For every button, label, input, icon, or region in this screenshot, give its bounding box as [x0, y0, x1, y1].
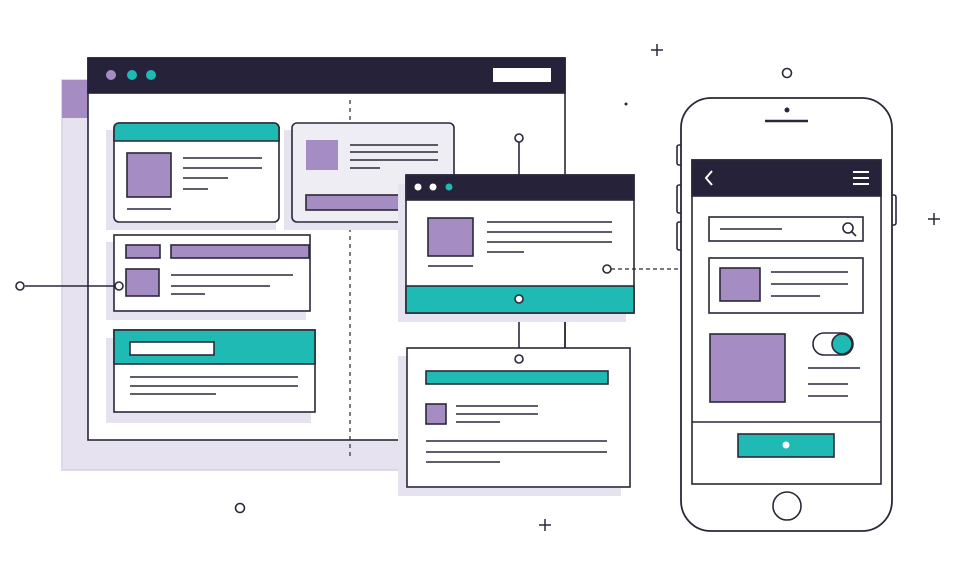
- circle-decoration: [234, 502, 246, 514]
- hamburger-menu-icon[interactable]: [853, 171, 869, 185]
- search-input[interactable]: [708, 216, 864, 242]
- mobile-phone: [676, 97, 897, 532]
- app-header: [691, 159, 882, 197]
- plus-icon: [928, 213, 940, 225]
- title-bar: [87, 57, 566, 94]
- window-dot: [106, 70, 116, 80]
- image-placeholder: [719, 267, 761, 302]
- connector-node: [514, 354, 524, 364]
- connector-node: [114, 281, 124, 291]
- image-placeholder: [125, 268, 160, 297]
- image-placeholder: [427, 217, 474, 257]
- toggle-switch-icon[interactable]: [812, 332, 854, 356]
- plus-icon: [539, 519, 551, 531]
- window-dot: [146, 70, 156, 80]
- back-panel-header: [62, 80, 92, 118]
- image-placeholder: [709, 333, 786, 403]
- image-placeholder: [425, 403, 447, 425]
- window-dot: [127, 70, 137, 80]
- plus-icon: [651, 44, 663, 56]
- home-button-icon[interactable]: [772, 491, 802, 521]
- card-list: [113, 234, 311, 312]
- connector-node: [514, 294, 524, 304]
- circle-decoration: [781, 67, 793, 79]
- chevron-left-icon[interactable]: [704, 170, 713, 186]
- popup-window: [398, 174, 635, 322]
- phone-screen: [691, 159, 882, 485]
- search-icon[interactable]: [842, 222, 857, 237]
- connector-node: [602, 264, 612, 274]
- dot-decoration: [624, 102, 628, 106]
- detail-card: [398, 347, 631, 496]
- card-media: [113, 122, 280, 223]
- connector-node: [514, 133, 524, 143]
- card-form: [113, 329, 316, 413]
- title-bar-field: [493, 68, 551, 82]
- image-placeholder: [306, 140, 338, 170]
- image-placeholder: [126, 152, 172, 198]
- connector-node: [15, 281, 25, 291]
